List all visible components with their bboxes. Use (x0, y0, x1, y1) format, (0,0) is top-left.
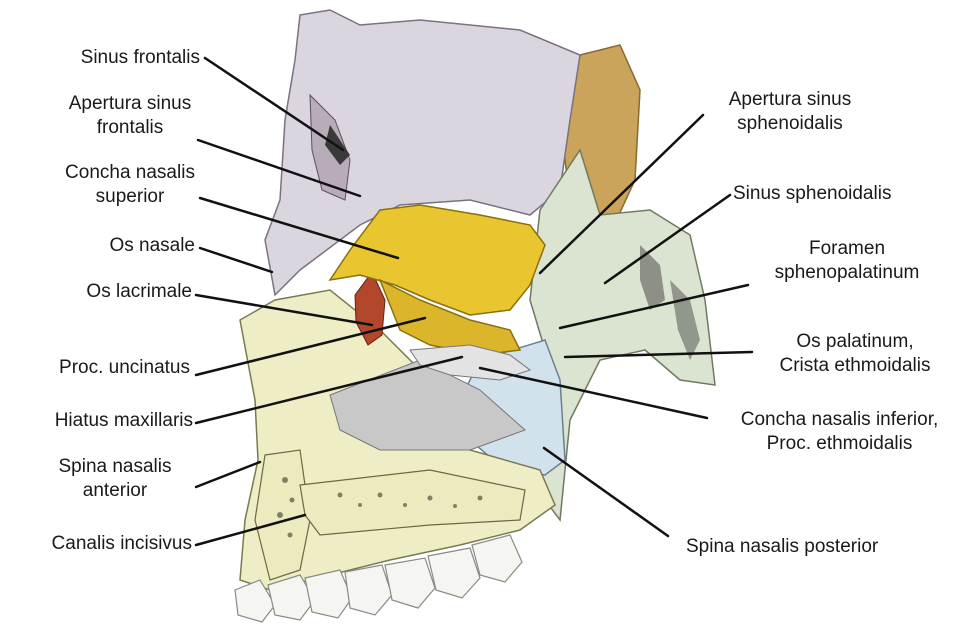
label-spina-nasalis-posterior: Spina nasalis posterior (686, 535, 936, 559)
label-sinus-frontalis: Sinus frontalis (30, 46, 200, 70)
label-os-palatinum-crista-ethmoidalis: Os palatinum, Crista ethmoidalis (760, 330, 950, 378)
label-apertura-sinus-sphenoidalis: Apertura sinus sphenoidalis (700, 88, 880, 136)
label-os-lacrimale: Os lacrimale (30, 280, 192, 304)
label-hiatus-maxillaris: Hiatus maxillaris (5, 409, 193, 433)
label-canalis-incisivus: Canalis incisivus (0, 532, 192, 556)
label-concha-nasalis-inferior: Concha nasalis inferior, Proc. ethmoidal… (712, 408, 967, 456)
label-concha-nasalis-superior: Concha nasalis superior (55, 161, 205, 209)
skull-illustration (235, 10, 715, 622)
label-apertura-sinus-frontalis: Apertura sinus frontalis (55, 92, 205, 140)
label-os-nasale: Os nasale (30, 234, 195, 258)
label-spina-nasalis-anterior: Spina nasalis anterior (40, 455, 190, 503)
label-proc-uncinatus: Proc. uncinatus (10, 356, 190, 380)
label-foramen-sphenopalatinum: Foramen sphenopalatinum (752, 237, 942, 285)
label-sinus-sphenoidalis: Sinus sphenoidalis (733, 182, 933, 206)
